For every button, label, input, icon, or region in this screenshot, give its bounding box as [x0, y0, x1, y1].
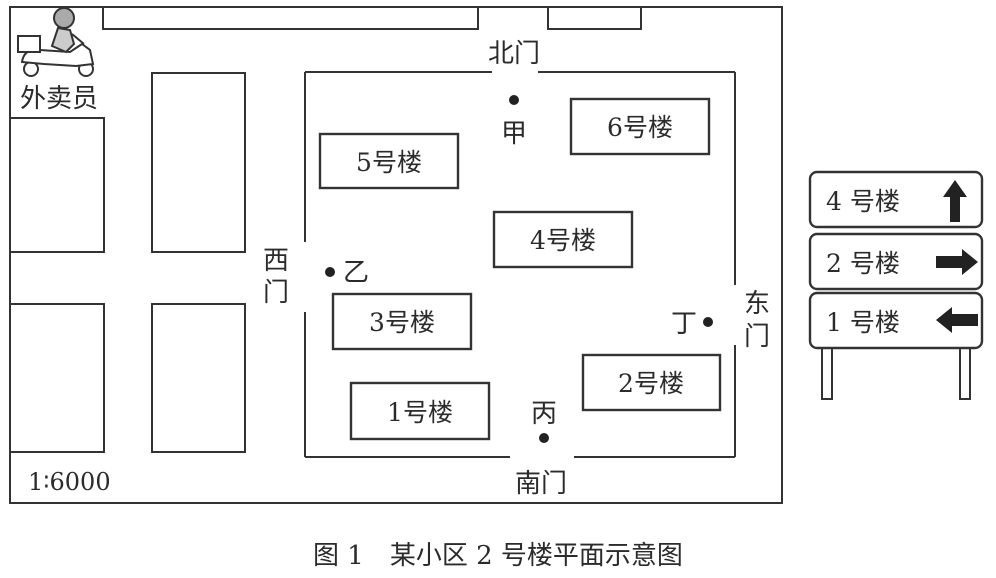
building-4	[492, 210, 634, 269]
building-6-label: 6号楼	[607, 113, 673, 142]
south-gate-label: 南门	[515, 469, 567, 499]
top-strip-right	[547, 6, 642, 30]
left-arrow-icon	[936, 307, 978, 333]
north-gate-label: 北门	[488, 39, 540, 69]
left-block-3	[10, 303, 105, 453]
community-boundary	[304, 71, 736, 458]
top-strip-left	[102, 6, 479, 30]
courier-label: 外卖员	[20, 84, 98, 114]
sign-row-3-label: 1 号楼	[826, 308, 900, 337]
building-2	[581, 353, 722, 412]
point-jia-label: 甲	[501, 119, 527, 149]
building-6	[569, 97, 711, 156]
sign-row-2	[808, 232, 984, 291]
left-block-4	[151, 303, 246, 453]
signpost: 4 号楼 2 号楼 1 号楼	[808, 170, 984, 400]
point-bing-dot	[539, 433, 549, 443]
sign-row-1-label: 4 号楼	[826, 187, 900, 216]
left-block-1	[10, 117, 105, 253]
building-4-label: 4号楼	[530, 226, 596, 255]
sign-row-2-label: 2 号楼	[826, 249, 900, 278]
scale-label: 1∶6000	[28, 468, 111, 496]
building-2-label: 2号楼	[618, 369, 684, 398]
building-5	[318, 132, 460, 190]
building-3	[331, 292, 473, 351]
sign-row-1	[808, 170, 984, 229]
point-yi-label: 乙	[343, 258, 369, 288]
west-gate-label-2: 门	[263, 278, 289, 308]
east-gate-label-2: 门	[744, 322, 770, 352]
left-block-2	[151, 72, 246, 253]
signpost-leg-left	[821, 346, 833, 400]
building-3-label: 3号楼	[369, 308, 435, 337]
point-ding-dot	[703, 317, 713, 327]
point-yi-dot	[325, 267, 335, 277]
building-1	[349, 381, 491, 441]
courier-scooter-icon	[17, 7, 95, 77]
signpost-leg-right	[959, 346, 971, 400]
figure-caption: 图 1 某小区 2 号楼平面示意图	[313, 541, 683, 571]
east-gate-label-1: 东	[744, 289, 770, 319]
right-arrow-icon	[936, 249, 978, 275]
west-gate-label-1: 西	[263, 246, 289, 276]
point-ding-label: 丁	[671, 309, 697, 339]
point-jia-dot	[509, 95, 519, 105]
sign-row-3	[808, 291, 984, 350]
building-5-label: 5号楼	[356, 148, 422, 177]
point-bing-label: 丙	[531, 399, 557, 429]
building-1-label: 1号楼	[387, 398, 453, 427]
up-arrow-icon	[943, 180, 967, 222]
